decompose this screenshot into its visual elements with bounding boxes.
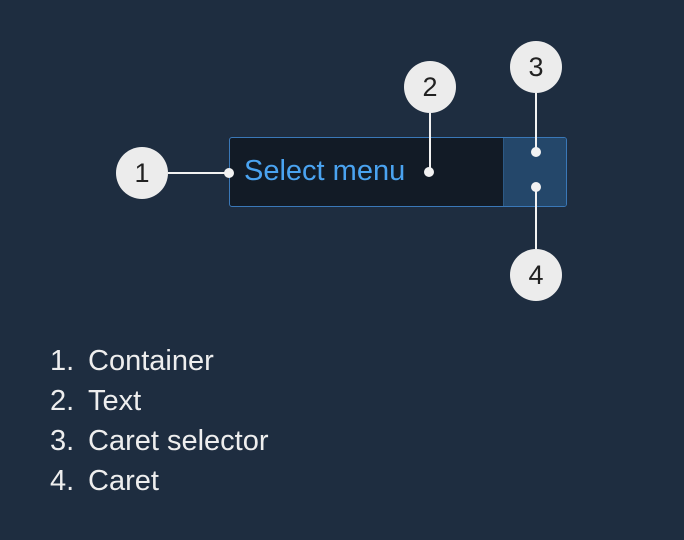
anchor-dot-4 xyxy=(531,182,541,192)
legend-item-label: Text xyxy=(88,385,142,417)
legend-item: 4. Caret xyxy=(50,461,269,501)
leader-line-2 xyxy=(428,113,431,173)
callout-badge-2: 2 xyxy=(404,61,456,113)
callout-badge-1: 1 xyxy=(116,147,168,199)
callout-badge-3: 3 xyxy=(510,41,562,93)
anchor-dot-1 xyxy=(224,168,234,178)
anchor-dot-2 xyxy=(424,167,434,177)
legend-item: 2. Text xyxy=(50,381,269,421)
select-menu-container[interactable]: Select menu xyxy=(229,137,567,207)
select-menu-text: Select menu xyxy=(244,155,406,187)
legend-item-number: 1. xyxy=(50,345,75,377)
callout-badge-4: 4 xyxy=(510,249,562,301)
legend-item-label: Caret xyxy=(88,465,159,497)
legend-item: 3. Caret selector xyxy=(50,421,269,461)
anchor-dot-3 xyxy=(531,147,541,157)
legend-item-number: 2. xyxy=(50,385,75,417)
legend-item-number: 3. xyxy=(50,425,75,457)
legend-list: 1. Container 2. Text 3. Caret selector 4. Ca… xyxy=(50,341,269,501)
legend-item: 1. Container xyxy=(50,341,269,381)
legend-item-label: Caret selector xyxy=(88,425,269,457)
legend-item-label: Container xyxy=(88,345,214,377)
legend-item-number: 4. xyxy=(50,465,75,497)
